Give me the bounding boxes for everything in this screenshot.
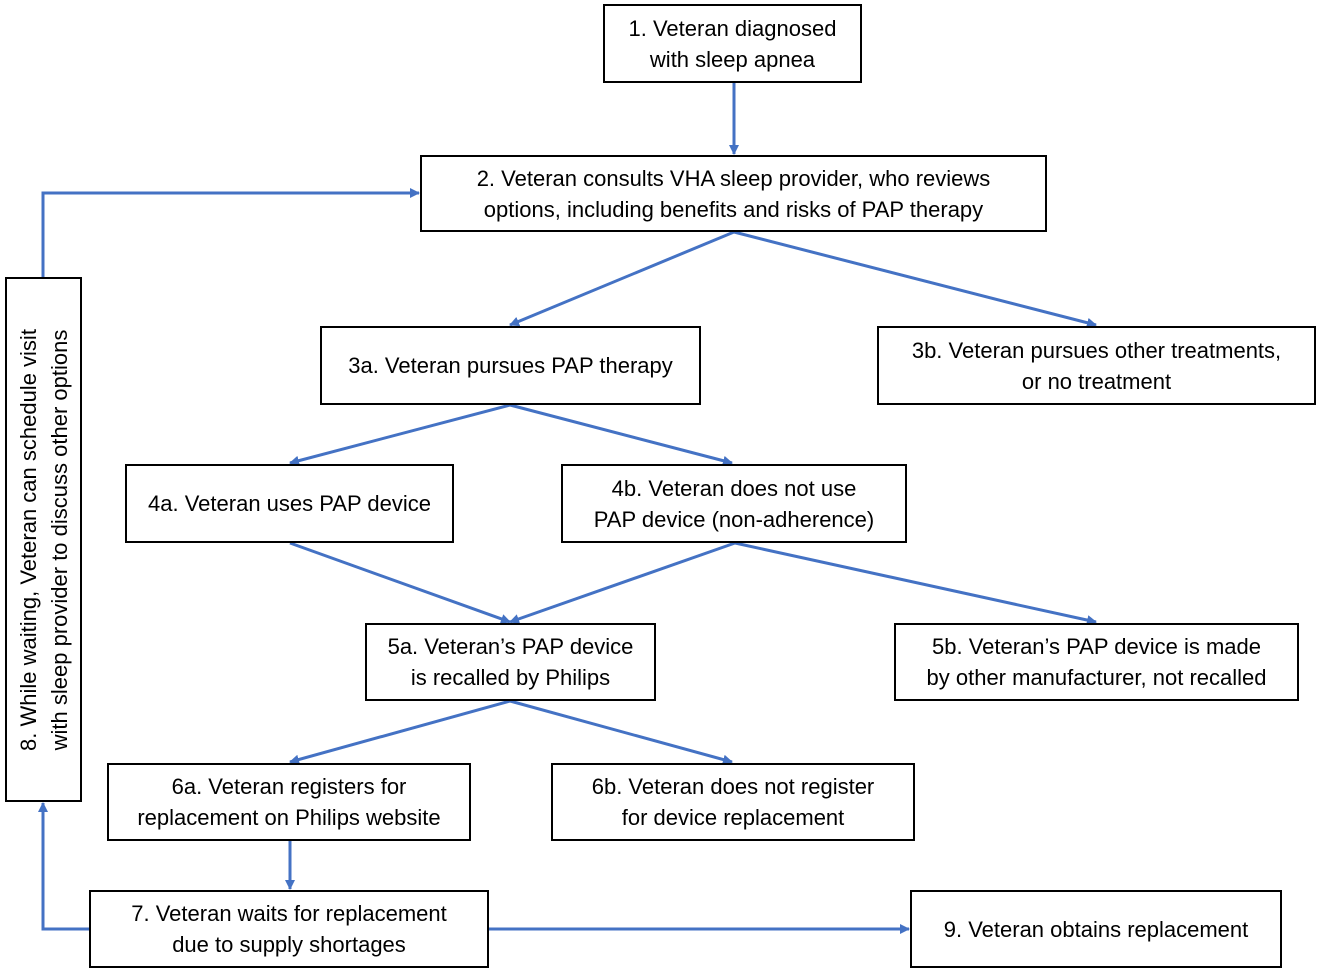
- node-8-line2: with sleep provider to discuss other opt…: [46, 329, 72, 750]
- node-3a-line1: 3a. Veteran pursues PAP therapy: [348, 353, 673, 378]
- node-3b-other-treatments: 3b. Veteran pursues other treatments, or…: [877, 326, 1316, 405]
- node-6b-line1: 6b. Veteran does not register: [591, 774, 875, 799]
- node-3b-line1: 3b. Veteran pursues other treatments,: [911, 337, 1282, 363]
- node-4a-uses-pap: 4a. Veteran uses PAP device: [125, 464, 454, 543]
- node-8-line1: 8. While waiting, Veteran can schedule v…: [15, 328, 41, 751]
- node-1-diagnosed: 1. Veteran diagnosed with sleep apnea: [603, 4, 862, 83]
- edge-5a-to-6b: [509, 699, 733, 765]
- node-1-line1: 1. Veteran diagnosed: [628, 15, 837, 41]
- node-7-line1: 7. Veteran waits for replacement: [131, 901, 447, 926]
- node-2-line1: 2. Veteran consults VHA sleep provider, …: [476, 165, 991, 191]
- node-5a-line1: 5a. Veteran’s PAP device: [387, 634, 634, 659]
- node-1-line2: with sleep apnea: [649, 46, 816, 72]
- node-7-line2: due to supply shortages: [172, 932, 406, 957]
- node-2-consults-provider: 2. Veteran consults VHA sleep provider, …: [420, 155, 1047, 232]
- node-5a-recalled: 5a. Veteran’s PAP device is recalled by …: [365, 623, 656, 701]
- node-6a-registers: 6a. Veteran registers for replacement on…: [107, 763, 471, 841]
- edge-2-to-3b: [733, 230, 1097, 328]
- edge-4a-to-5a: [289, 541, 511, 624]
- node-2-line2: options, including benefits and risks of…: [483, 196, 984, 222]
- edge-3a-to-4a: [289, 403, 511, 466]
- node-5b-line2: by other manufacturer, not recalled: [926, 665, 1267, 690]
- edge-2-to-3a: [509, 230, 735, 327]
- node-6a-line2: replacement on Philips website: [137, 805, 441, 830]
- node-3a-pursues-pap: 3a. Veteran pursues PAP therapy: [320, 326, 701, 405]
- node-5b-line1: 5b. Veteran’s PAP device is made: [932, 634, 1261, 659]
- edge-7-to-8: [38, 802, 89, 931]
- node-4b-non-adherence: 4b. Veteran does not use PAP device (non…: [561, 464, 907, 543]
- edge-8-to-2: [41, 188, 420, 277]
- node-9-line1: 9. Veteran obtains replacement: [943, 916, 1249, 942]
- node-5b-not-recalled: 5b. Veteran’s PAP device is made by othe…: [894, 623, 1299, 701]
- node-9-obtains-replacement: 9. Veteran obtains replacement: [910, 890, 1282, 968]
- node-7-waits: 7. Veteran waits for replacement due to …: [89, 890, 489, 968]
- node-8-text: 8. While waiting, Veteran can schedule v…: [13, 280, 75, 800]
- node-6b-line2: for device replacement: [621, 805, 845, 830]
- edge-3a-to-4b: [509, 403, 733, 466]
- edge-5a-to-6a: [289, 699, 511, 765]
- node-4b-line2: PAP device (non-adherence): [593, 506, 875, 532]
- edge-4b-to-5a: [509, 541, 736, 624]
- edge-4b-to-5b: [734, 541, 1097, 625]
- node-8-schedule-visit: 8. While waiting, Veteran can schedule v…: [5, 277, 82, 802]
- node-3b-line2: or no treatment: [1021, 368, 1172, 394]
- node-5a-line2: is recalled by Philips: [410, 665, 611, 690]
- node-6a-line1: 6a. Veteran registers for: [171, 774, 407, 799]
- node-6b-does-not-register: 6b. Veteran does not register for device…: [551, 763, 915, 841]
- node-4a-line1: 4a. Veteran uses PAP device: [148, 491, 431, 516]
- node-4b-line1: 4b. Veteran does not use: [611, 475, 857, 501]
